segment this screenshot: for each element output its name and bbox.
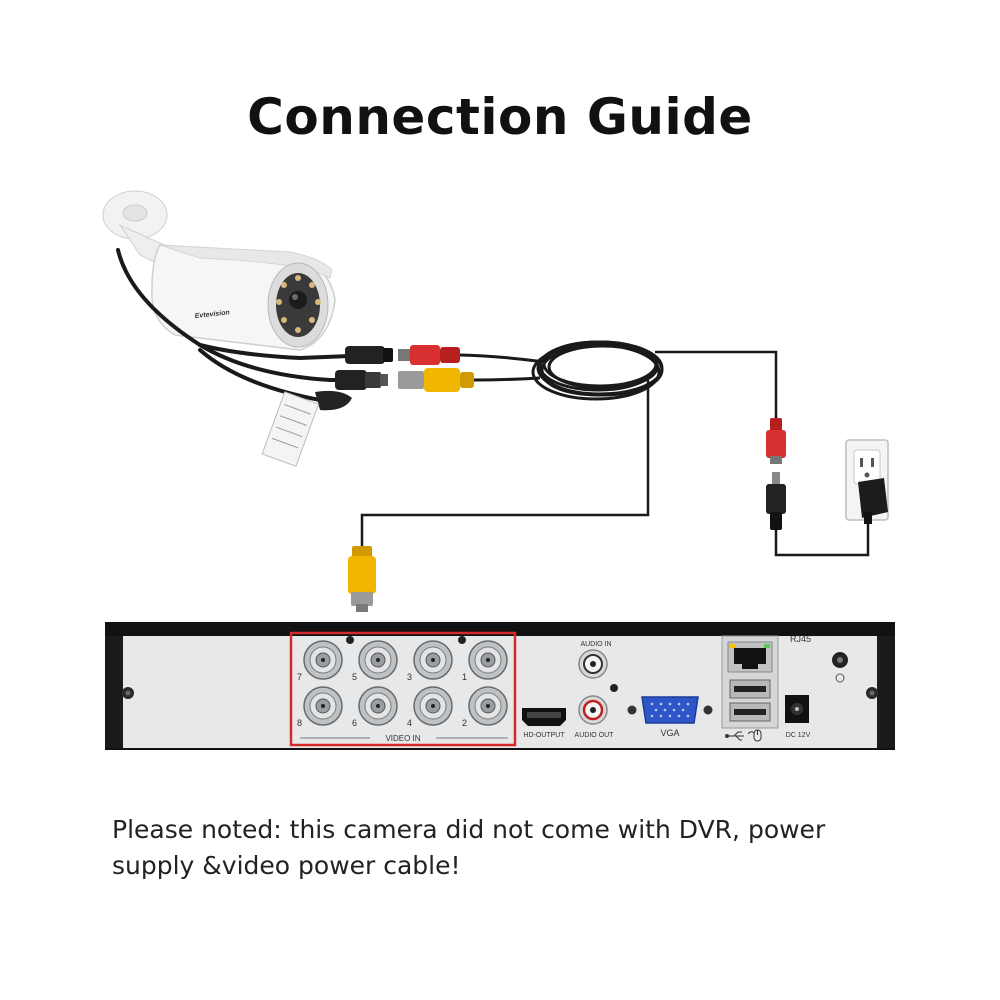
page-title: Connection Guide bbox=[247, 88, 753, 146]
dc-male-plug-adapter bbox=[766, 472, 786, 530]
bnc-jack-2 bbox=[468, 686, 508, 726]
connection-lines bbox=[360, 350, 870, 557]
ir-leds bbox=[276, 275, 321, 333]
hdmi-port bbox=[522, 708, 566, 726]
video-channel-label-8: 8 bbox=[297, 718, 302, 728]
dc-label: DC 12V bbox=[786, 732, 811, 739]
dvr-back-panel: 7 5 3 1 8 6 4 2 VIDEO IN HD-OUTPUT AUDIO IN AUD… bbox=[105, 622, 895, 750]
bnc-jack-8 bbox=[303, 686, 343, 726]
camera-brand-label: Evtevision bbox=[194, 309, 230, 320]
video-channel-label-4: 4 bbox=[407, 718, 412, 728]
power-adapter bbox=[858, 478, 888, 524]
disclaimer-line-2: supply &video power cable! bbox=[112, 851, 461, 880]
vga-label: VGA bbox=[660, 728, 679, 738]
disclaimer-note: Please noted: this camera did not come w… bbox=[112, 812, 912, 884]
bullet-camera: Evtevision bbox=[102, 190, 336, 351]
hd-output-label: HD-OUTPUT bbox=[523, 732, 565, 739]
bnc-jack-5 bbox=[358, 640, 398, 680]
dc-male-connector-camera-side bbox=[398, 345, 460, 365]
video-in-highlight bbox=[289, 631, 517, 747]
disclaimer-line-1: Please noted: this camera did not come w… bbox=[112, 815, 826, 844]
panel-screw bbox=[610, 684, 618, 692]
pigtail-bnc-female bbox=[335, 370, 388, 390]
cable-coil bbox=[531, 340, 664, 401]
rj45-label: RJ45 bbox=[790, 634, 811, 644]
usb-icon bbox=[725, 731, 744, 741]
audio-out-rca-jack bbox=[578, 695, 608, 725]
video-channel-label-1: 1 bbox=[462, 672, 467, 682]
audio-out-label: AUDIO OUT bbox=[575, 732, 615, 739]
pigtail-rj-tag bbox=[261, 390, 352, 467]
bnc-jack-3 bbox=[413, 640, 453, 680]
bnc-jack-1 bbox=[468, 640, 508, 680]
video-channel-label-2: 2 bbox=[462, 718, 467, 728]
camera-pigtail bbox=[116, 248, 352, 402]
audio-in-rca-jack bbox=[578, 649, 608, 679]
video-channel-label-6: 6 bbox=[352, 718, 357, 728]
bnc-jack-4 bbox=[413, 686, 453, 726]
vga-port bbox=[627, 696, 713, 724]
bnc-jack-7 bbox=[303, 640, 343, 680]
mouse-icon bbox=[747, 729, 762, 742]
video-channel-label-5: 5 bbox=[352, 672, 357, 682]
ground-terminal bbox=[832, 652, 848, 683]
dc-female-connector-power-side bbox=[766, 418, 786, 464]
video-channel-label-7: 7 bbox=[297, 672, 302, 682]
pigtail-dc-jack bbox=[345, 346, 393, 364]
panel-screw bbox=[458, 636, 466, 644]
bnc-jack-6 bbox=[358, 686, 398, 726]
audio-in-label: AUDIO IN bbox=[580, 641, 611, 648]
bnc-male-connector-dvr-side bbox=[348, 546, 376, 612]
video-in-bnc-group: 7 5 3 1 8 6 4 2 bbox=[297, 636, 508, 728]
video-in-label: VIDEO IN bbox=[385, 734, 420, 743]
bnc-male-connector-camera-side bbox=[398, 368, 474, 392]
rj45-port bbox=[734, 648, 766, 669]
video-channel-label-3: 3 bbox=[407, 672, 412, 682]
chassis-screws bbox=[122, 687, 878, 699]
rj45-usb-block bbox=[721, 635, 779, 729]
dc-power-jack bbox=[785, 695, 809, 723]
panel-screw bbox=[346, 636, 354, 644]
